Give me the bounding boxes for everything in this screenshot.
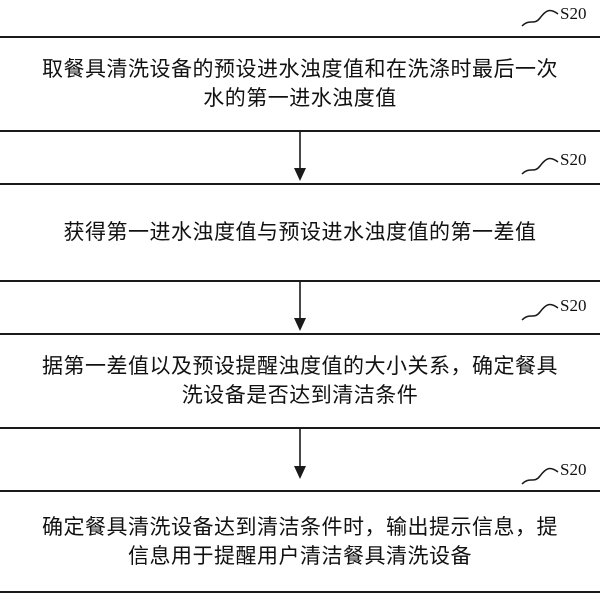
step-2-box: 获得第一进水浊度值与预设进水浊度值的第一差值 <box>0 183 600 282</box>
leader-squiggle-icon <box>521 467 559 485</box>
step-1-text: 取餐具清洗设备的预设进水浊度值和在洗涤时最后一次 水的第一进水浊度值 <box>42 57 558 110</box>
step-4-label: S20 <box>560 460 587 479</box>
step-3-label: S20 <box>560 296 587 315</box>
leader-squiggle-icon <box>521 303 559 321</box>
leader-squiggle-icon <box>521 157 559 175</box>
step-2-label: S20 <box>560 150 587 169</box>
step-2-text: 获得第一进水浊度值与预设进水浊度值的第一差值 <box>63 220 537 244</box>
arrow-down-icon <box>294 282 306 331</box>
step-4-box: 确定餐具清洗设备达到清洁条件时，输出提示信息，提 信息用于提醒用户清洁餐具清洗设… <box>0 490 600 593</box>
arrow-down-icon <box>294 132 306 181</box>
step-3-text: 据第一差值以及预设提醒浊度值的大小关系，确定餐具 洗设备是否达到清洁条件 <box>42 354 558 407</box>
step-4-text: 确定餐具清洗设备达到清洁条件时，输出提示信息，提 信息用于提醒用户清洁餐具清洗设… <box>42 514 558 568</box>
step-1-box: 取餐具清洗设备的预设进水浊度值和在洗涤时最后一次 水的第一进水浊度值 <box>0 36 600 132</box>
leader-squiggle-icon <box>521 9 559 27</box>
arrow-down-icon <box>294 429 306 479</box>
step-1-label: S20 <box>560 4 587 23</box>
step-3-box: 据第一差值以及预设提醒浊度值的大小关系，确定餐具 洗设备是否达到清洁条件 <box>0 333 600 429</box>
